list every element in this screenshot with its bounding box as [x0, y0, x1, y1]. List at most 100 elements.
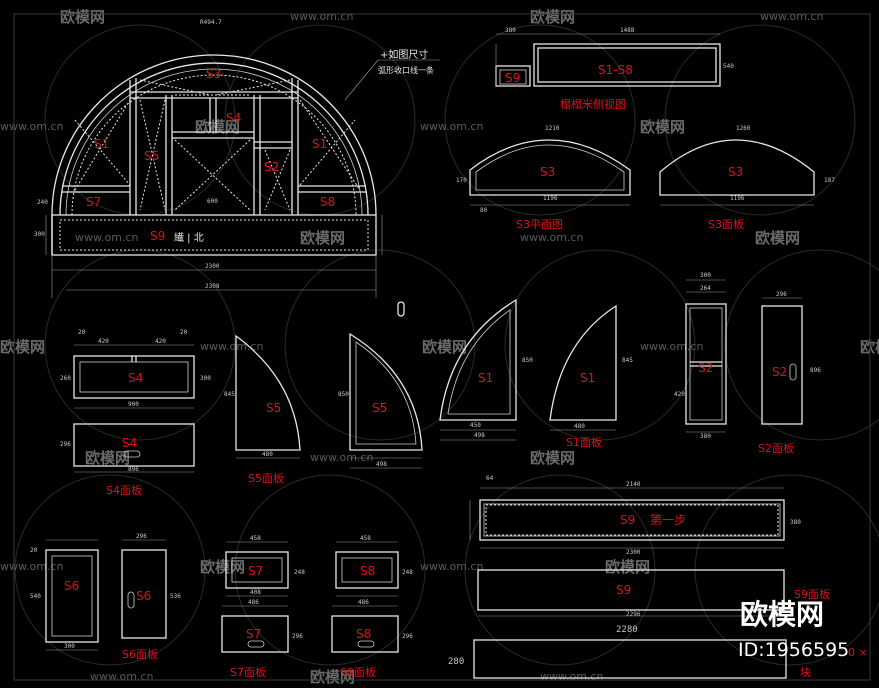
- dim-width: 2300: [205, 263, 220, 270]
- dim-s6-w: 300: [64, 643, 75, 650]
- dim-s8-w: 458: [360, 535, 371, 542]
- watermark-url: www.om.cn: [420, 120, 483, 133]
- dim-s7p-h: 296: [292, 633, 303, 640]
- dim-s5p-w: 480: [262, 451, 273, 458]
- s3-plan-label: S3: [540, 165, 555, 179]
- s3-panel-label: S3: [728, 165, 743, 179]
- s5-frame-view: S5 850 498: [338, 301, 423, 469]
- watermark-brand: 欧模网: [530, 8, 575, 26]
- dim-s4p-h: 296: [60, 441, 71, 448]
- s6-frame-label: S6: [64, 579, 79, 593]
- s8-frame-view: S8 458 248: [335, 535, 413, 597]
- front-view: S3 S1 S1 S5 S4 S2 S7 S8 S9 繊 | 北 R494.7 …: [34, 19, 383, 298]
- watermark-url: www.om.cn: [540, 670, 603, 683]
- s9-block-tail2: 0 ×: [848, 646, 868, 659]
- s3-panel-caption: S3面板: [708, 217, 744, 231]
- s6-frame-view: S6 300 540 20: [30, 539, 99, 651]
- watermark-brand: 欧模网: [640, 118, 685, 136]
- dim-s2-b: 380: [700, 433, 711, 440]
- s4-panel-view: S4 S4面板 896 296: [60, 423, 195, 497]
- side-view-main: S1-S8: [598, 63, 633, 77]
- dim-s1-w2: 450: [470, 422, 481, 429]
- watermark-brand: 欧模网: [530, 449, 575, 467]
- panel-label-s3: S3: [206, 67, 221, 81]
- dim-s4-h: 300: [200, 375, 211, 382]
- s9-panel-view: S9 S9面板 2296 2280 280 块 0 ×: [448, 569, 868, 679]
- s1-frame-view: S1 850 498 450: [439, 298, 533, 441]
- side-view-s9: S9: [505, 71, 520, 85]
- watermark-brand: 欧模网: [0, 338, 45, 356]
- dim-radius: R494.7: [200, 19, 222, 26]
- s5-panel-caption: S5面板: [248, 471, 284, 485]
- panel-label-s1: S1: [312, 137, 327, 151]
- s4-frame-label: S4: [128, 371, 143, 385]
- dim-s8p-h: 296: [402, 633, 413, 640]
- dim-s3-panel-h: 187: [824, 177, 835, 184]
- dim-side-left: 380: [505, 27, 516, 34]
- dim-s2p-w: 296: [776, 291, 787, 298]
- dim-s6p-h: 536: [170, 593, 181, 600]
- drawing-border: [13, 13, 871, 681]
- dim-width-inner: 2308: [205, 283, 220, 290]
- dim-s4-a: 420: [98, 338, 109, 345]
- s4-frame-view: S4 420 420 20 20 900 300 260: [60, 329, 211, 409]
- s5-frame-label: S5: [372, 401, 387, 415]
- dim-s9p-w2: 2280: [616, 625, 638, 635]
- watermark-brand: 欧模网: [605, 558, 650, 576]
- watermark-url: www.om.cn: [90, 670, 153, 683]
- s9-frame-label: S9: [620, 513, 635, 527]
- dim-s6p-w: 296: [136, 533, 147, 540]
- s9-panel-label: S9: [616, 583, 631, 597]
- watermark-url: www.om.cn: [0, 120, 63, 133]
- s9-mark: 繊 | 北: [174, 231, 204, 244]
- watermark-brand: 欧模网: [310, 668, 355, 686]
- dim-s2-w2: 264: [700, 285, 711, 292]
- s5-panel-label: S5: [266, 401, 281, 415]
- watermark-url: www.om.cn: [290, 10, 353, 23]
- dim-s3-plan-w: 80: [480, 207, 488, 214]
- dim-s6-h: 540: [30, 593, 41, 600]
- s2-frame-view: S2 300 264 420 380: [674, 272, 727, 440]
- s7-panel-label: S7: [246, 627, 261, 641]
- dim-s1-h: 850: [522, 357, 533, 364]
- s5-panel-view: S5 S5面板 845 480: [224, 334, 301, 485]
- watermark-url: www.om.cn: [75, 231, 138, 244]
- watermark-url: www.om.cn: [520, 231, 583, 244]
- dim-s9p-h: 280: [448, 657, 464, 667]
- s1-panel-view: S1 S1面板 845 480: [549, 304, 633, 449]
- dim-left-height: 240: [37, 199, 48, 206]
- s2-panel-view: S2 S2面板 296 896: [758, 291, 821, 455]
- watermark-brand: 欧模网: [300, 229, 345, 247]
- s3-plan-caption: S3平面图: [516, 218, 563, 231]
- dim-s8p-w: 486: [358, 599, 369, 606]
- dim-s1-w: 498: [474, 432, 485, 439]
- s9-frame-view: S9 第一步 2140 2300 380 64: [469, 475, 801, 556]
- dim-s4-b: 420: [155, 338, 166, 345]
- dim-s9-h: 380: [790, 519, 801, 526]
- s7-frame-view: S7 458 408 248: [225, 535, 305, 597]
- s1-frame-label: S1: [478, 371, 493, 385]
- dim-mid: 600: [207, 198, 218, 205]
- s1-panel-label: S1: [580, 371, 595, 385]
- annotation-line1: +如图尺寸: [380, 48, 428, 61]
- s8-panel-view: S8 S8面板 486 296: [331, 599, 413, 679]
- dim-left-height-2: 300: [34, 231, 45, 238]
- watermark-brand: 欧模网: [200, 558, 245, 576]
- dim-s4-t1: 20: [78, 329, 86, 336]
- watermark-url: www.om.cn: [640, 340, 703, 353]
- watermark-brand: 欧模网: [422, 338, 467, 356]
- dim-s7-w: 458: [250, 535, 261, 542]
- dim-s5p-h: 845: [224, 391, 235, 398]
- s9-panel-caption: S9面板: [794, 587, 830, 601]
- dim-s3-panel-top: 1260: [736, 125, 751, 132]
- s8-frame-label: S8: [360, 564, 375, 578]
- dim-s7p-w: 486: [248, 599, 259, 606]
- panel-label-s2: S2: [264, 160, 279, 174]
- dim-s2p-h: 896: [810, 367, 821, 374]
- s7-panel-caption: S7面板: [230, 665, 266, 679]
- side-view: S9 S1-S8 榻榻米侧视图 1488 380 540: [495, 27, 734, 111]
- s6-panel-label: S6: [136, 589, 151, 603]
- dim-s1p-h: 845: [622, 357, 633, 364]
- s7-frame-label: S7: [248, 564, 263, 578]
- dim-s1p-w: 480: [574, 423, 585, 430]
